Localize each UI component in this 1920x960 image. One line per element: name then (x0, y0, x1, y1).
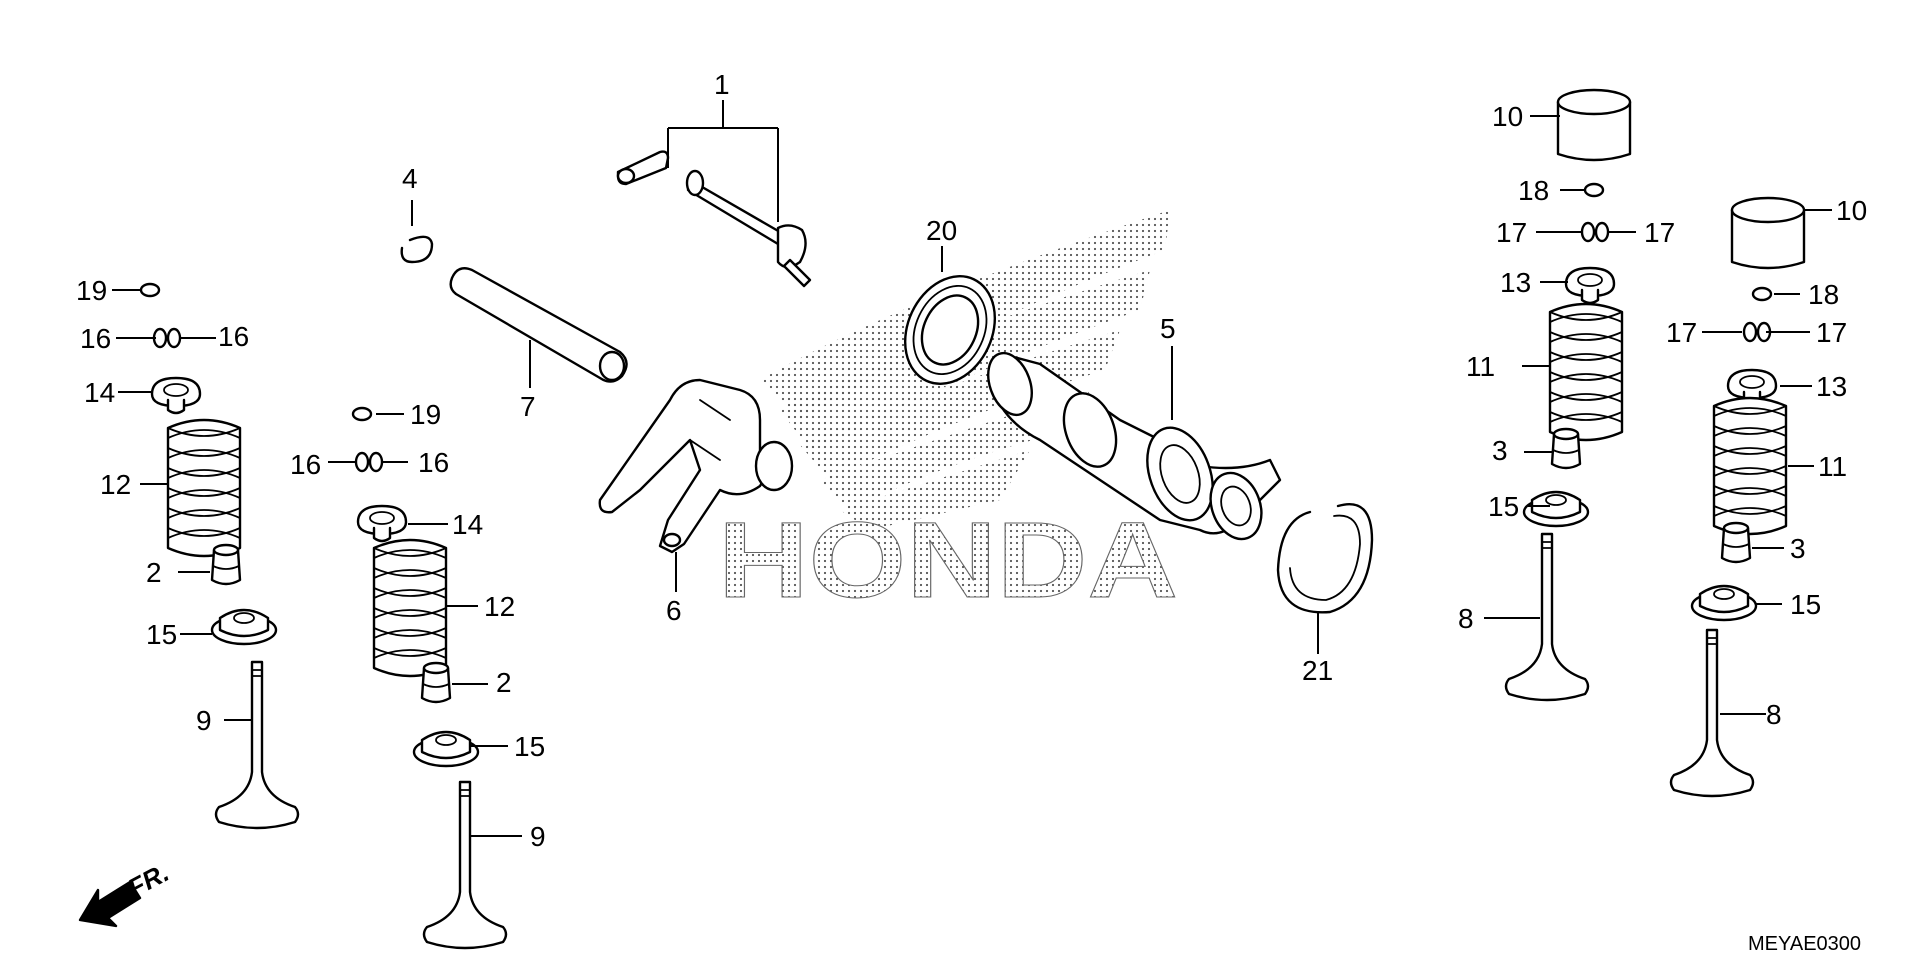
watermark-wordmark: HONDA (718, 499, 1178, 620)
rocker-arm-6 (598, 378, 794, 592)
rocker-shaft-7 (449, 267, 628, 388)
front-direction-arrow: FR. (78, 857, 174, 928)
callout-9: 9 (530, 821, 546, 852)
callout-8: 8 (1458, 603, 1474, 634)
callout-9: 9 (196, 705, 212, 736)
callout-2: 2 (146, 557, 162, 588)
rocker-arm-shaft-assembly (616, 100, 812, 288)
valve-stack-right-a (1484, 88, 1636, 702)
callout-6: 6 (666, 595, 682, 626)
callout-numbers: 1 2 2 3 3 4 5 6 7 8 8 9 9 10 10 11 11 12… (76, 69, 1867, 852)
callout-15: 15 (146, 619, 177, 650)
callout-17: 17 (1666, 317, 1697, 348)
snap-ring-21 (1276, 503, 1374, 654)
callout-3: 3 (1492, 435, 1508, 466)
callout-15: 15 (1790, 589, 1821, 620)
callout-18: 18 (1518, 175, 1549, 206)
callout-16: 16 (290, 449, 321, 480)
callout-16: 16 (418, 447, 449, 478)
callout-5: 5 (1160, 313, 1176, 344)
callout-8: 8 (1766, 699, 1782, 730)
callout-10: 10 (1836, 195, 1867, 226)
callout-17: 17 (1496, 217, 1527, 248)
callout-15: 15 (1488, 491, 1519, 522)
callout-14: 14 (452, 509, 483, 540)
callout-15: 15 (514, 731, 545, 762)
valve-stack-right-b (1669, 196, 1832, 798)
valve-stack-left-b (328, 406, 522, 950)
callout-1: 1 (714, 69, 730, 100)
callout-2: 2 (496, 667, 512, 698)
diagram-code: MEYAE0300 (1748, 933, 1861, 955)
callout-13: 13 (1500, 267, 1531, 298)
callout-17: 17 (1816, 317, 1847, 348)
bearing-20 (903, 246, 997, 385)
callout-18: 18 (1808, 279, 1839, 310)
callout-11: 11 (1818, 451, 1847, 482)
callout-17: 17 (1644, 217, 1675, 248)
camshaft-5 (987, 346, 1282, 541)
callout-10: 10 (1492, 101, 1523, 132)
callout-19: 19 (76, 275, 107, 306)
callout-19: 19 (410, 399, 441, 430)
callout-16: 16 (80, 323, 111, 354)
circlip-4 (400, 200, 434, 264)
callout-20: 20 (926, 215, 957, 246)
callout-16: 16 (218, 321, 249, 352)
callout-13: 13 (1816, 371, 1847, 402)
callout-4: 4 (402, 163, 418, 194)
valve-stack-left-a (112, 282, 300, 830)
callout-12: 12 (100, 469, 131, 500)
callout-21: 21 (1302, 655, 1333, 686)
callout-11: 11 (1466, 351, 1495, 382)
callout-12: 12 (484, 591, 515, 622)
callout-7: 7 (520, 391, 536, 422)
callout-14: 14 (84, 377, 115, 408)
callout-3: 3 (1790, 533, 1806, 564)
